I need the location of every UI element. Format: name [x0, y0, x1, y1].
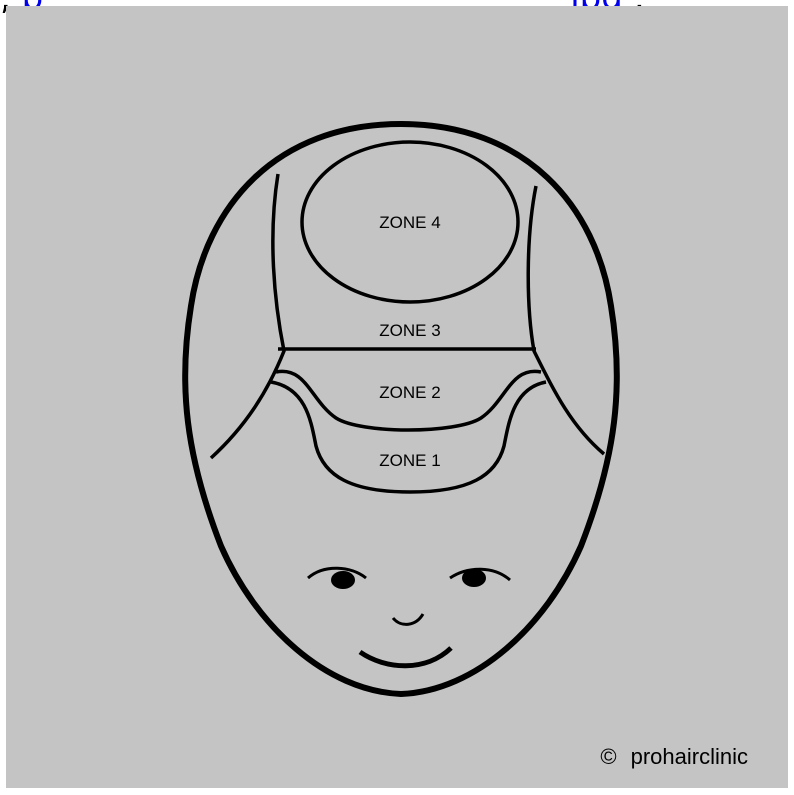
zone-1-label: ZONE 1: [379, 451, 440, 470]
left-eye: [331, 571, 355, 589]
right-side-boundary: [528, 186, 604, 454]
diagram-panel: ZONE 4 ZONE 3 ZONE 2 ZONE 1 © prohairclin…: [6, 6, 788, 788]
head-outline: [185, 124, 617, 694]
copyright-symbol: ©: [600, 744, 616, 769]
credit-text: prohairclinic: [631, 744, 748, 769]
zone-3-label: ZONE 3: [379, 321, 440, 340]
right-eye: [462, 569, 486, 587]
zone-4-label: ZONE 4: [379, 213, 440, 232]
scalp-zone-diagram: ZONE 4 ZONE 3 ZONE 2 ZONE 1: [6, 6, 788, 788]
zone-2-label: ZONE 2: [379, 383, 440, 402]
nose: [393, 614, 423, 624]
mouth: [360, 648, 451, 666]
copyright-credit: © prohairclinic: [600, 744, 748, 770]
